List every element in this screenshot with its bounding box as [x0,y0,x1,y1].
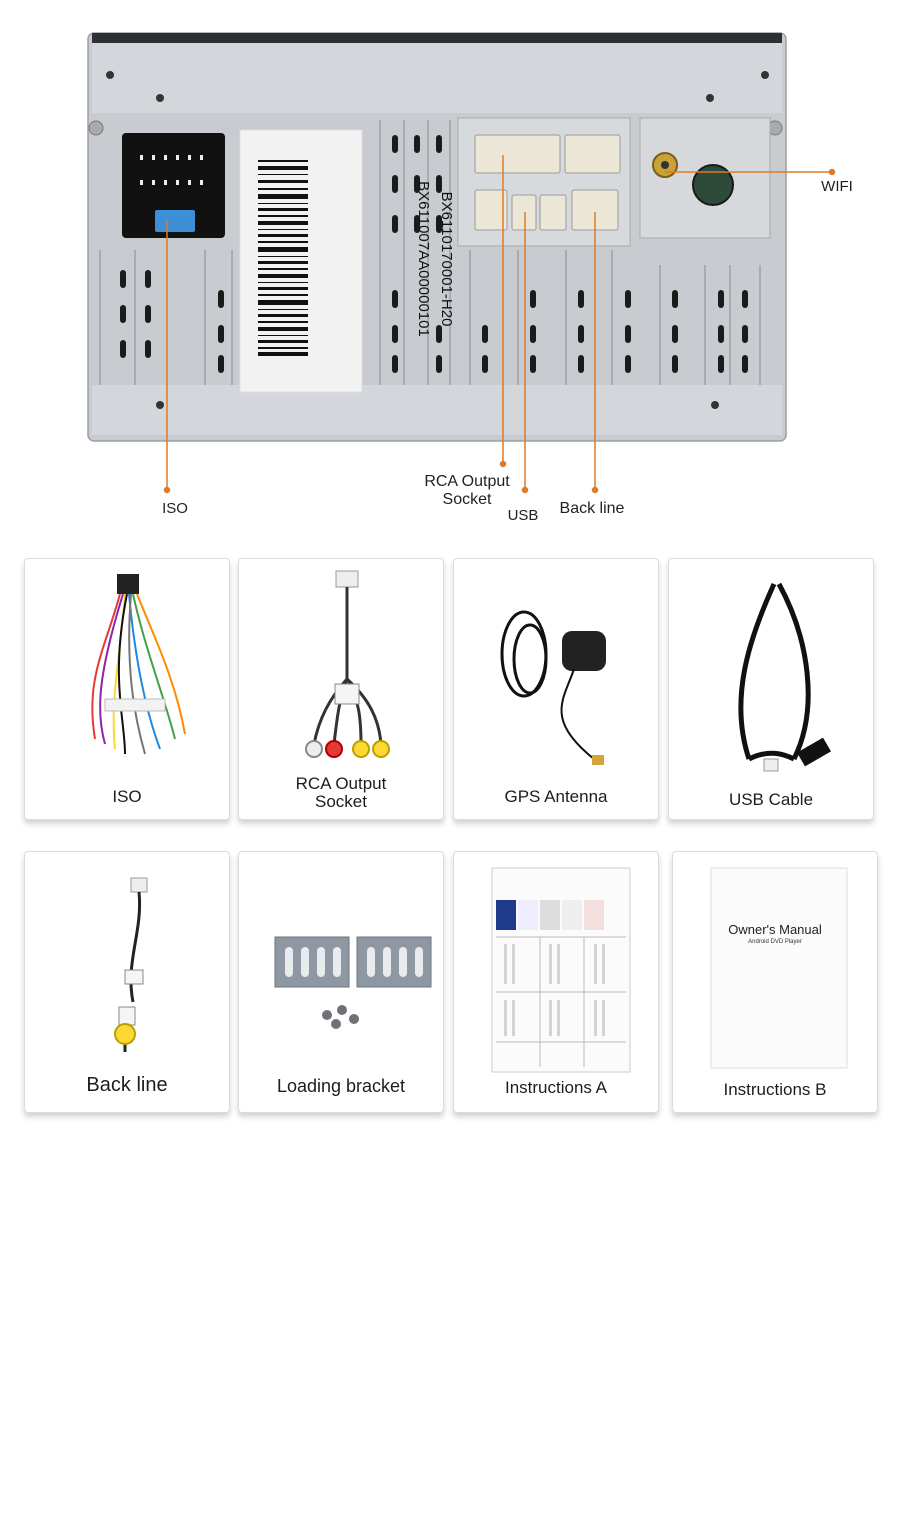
accessory-label: USB Cable [728,790,814,809]
product-serial-label: BX6110170001-H20 BX611007AA00000101 [300,130,455,392]
accessory-card-instructions-b: Owner's Manual Android DVD Player Instru… [672,851,878,1113]
iso-harness-icon [91,574,186,755]
callout-back-line: Back line [559,500,625,517]
accessory-label: RCA Output Socket [295,774,387,811]
callout-iso: ISO [162,500,188,517]
accessory-card-bracket: Loading bracket [238,851,444,1113]
usb-cable-icon [738,582,831,772]
callout-rca-output: RCA Output Socket [424,473,510,508]
manual-cover-title: Owner's Manual [728,922,822,937]
accessory-card-back-line: Back line [24,851,230,1113]
bracket-icon [274,936,432,1029]
accessory-label: Back line [86,1074,168,1096]
gps-antenna-icon [500,610,606,765]
accessory-label: GPS Antenna [504,787,608,806]
accessory-card-usb: USB Cable [668,558,874,820]
callout-usb: USB [507,507,539,524]
rca-cable-icon [305,570,390,758]
accessory-card-instructions-a: Instructions A [453,851,659,1113]
rear-panel-diagram: BX6110170001-H20 BX611007AA00000101 ISO … [0,0,900,540]
accessory-label: ISO [112,787,142,806]
accessory-label: Loading bracket [276,1076,406,1096]
instructions-sheet-icon [491,867,631,1073]
accessory-label: Instructions B [723,1080,827,1099]
callout-wifi: WIFI [821,178,853,195]
serial-line-2: BX611007AA00000101 [415,181,432,337]
back-line-cable-icon [114,877,148,1052]
rear-panel-illustration [87,32,836,494]
accessory-label: Instructions A [504,1078,608,1097]
manual-cover-subtitle: Android DVD Player [748,939,802,945]
manual-booklet-icon [710,867,848,1069]
accessory-card-rca: RCA Output Socket [238,558,444,820]
accessory-card-iso: ISO [24,558,230,820]
serial-line-1: BX6110170001-H20 [438,191,455,327]
accessory-card-gps: GPS Antenna [453,558,659,820]
